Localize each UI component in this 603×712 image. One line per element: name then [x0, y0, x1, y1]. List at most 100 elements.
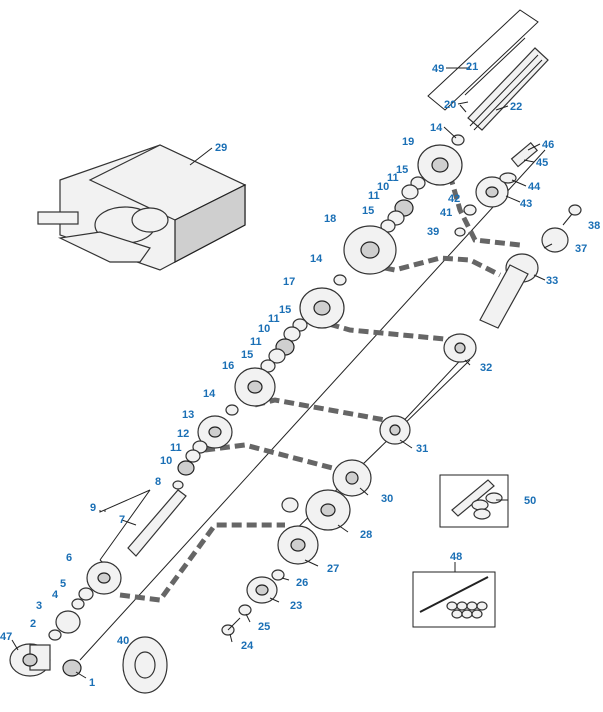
kit-48-inset [412, 571, 496, 628]
gear-42 [475, 176, 509, 208]
callout-11: 11 [368, 190, 380, 202]
callout-33: 33 [546, 275, 558, 287]
callout-39: 39 [427, 226, 439, 238]
gear-6 [86, 561, 122, 595]
callout-25: 25 [258, 621, 270, 633]
callout-28: 28 [360, 529, 372, 541]
callout-29: 29 [215, 142, 227, 154]
gear-27 [277, 525, 319, 565]
callout-26: 26 [296, 577, 308, 589]
washer-11d [268, 348, 286, 364]
gear-19 [417, 144, 463, 186]
snap-ring-14c [225, 404, 239, 416]
callout-11: 11 [250, 336, 262, 348]
callout-12: 12 [177, 428, 189, 440]
callout-20: 20 [444, 99, 456, 111]
washer-11a [401, 184, 419, 200]
washer-26 [271, 569, 285, 581]
callout-3: 3 [36, 600, 42, 612]
callout-14: 14 [310, 253, 323, 265]
callout-47: 47 [0, 631, 12, 643]
callout-19: 19 [402, 136, 414, 148]
transmission-housing [37, 144, 247, 271]
gear-18 [343, 225, 397, 275]
callout-18: 18 [324, 213, 336, 225]
callout-5: 5 [60, 578, 66, 590]
output-shaft-assembly [427, 9, 549, 131]
callout-50: 50 [524, 495, 536, 507]
callout-31: 31 [416, 443, 428, 455]
bearing-3 [55, 610, 81, 634]
callout-45: 45 [536, 157, 548, 169]
callout-23: 23 [290, 600, 302, 612]
callout-4: 4 [52, 589, 59, 601]
gear-31 [379, 415, 411, 445]
callout-40: 40 [117, 635, 129, 647]
callout-22: 22 [510, 101, 522, 113]
bearing-10c [177, 460, 195, 476]
callout-14: 14 [430, 122, 443, 134]
washer-41 [463, 204, 477, 216]
washer-11c [283, 326, 301, 342]
leader-lines [11, 67, 573, 679]
callout-37: 37 [575, 243, 587, 255]
callout-41: 41 [440, 207, 452, 219]
callout-14: 14 [203, 388, 216, 400]
gear-16 [234, 367, 276, 407]
seal-2 [48, 629, 62, 641]
callout-27: 27 [327, 563, 339, 575]
callout-1: 1 [89, 677, 95, 689]
gear-32 [443, 333, 477, 363]
callout-labels: 49 21 20 22 14 19 46 45 15 11 10 44 42 4… [0, 61, 600, 689]
callout-42: 42 [448, 193, 460, 205]
callout-10: 10 [160, 455, 172, 467]
callout-11: 11 [268, 313, 280, 325]
gear-30 [332, 459, 372, 497]
callout-11: 11 [387, 172, 399, 184]
callout-13: 13 [182, 409, 194, 421]
callout-8: 8 [155, 476, 161, 488]
washer-5 [78, 587, 94, 601]
callout-15: 15 [396, 164, 408, 176]
snap-ring-38 [568, 204, 582, 216]
gear-13 [197, 415, 233, 449]
gear-stack [9, 134, 465, 677]
callout-46: 46 [542, 139, 554, 151]
callout-49: 49 [432, 63, 444, 75]
callout-16: 16 [222, 360, 234, 372]
gear-17 [299, 287, 345, 329]
callout-30: 30 [381, 493, 393, 505]
washer-12 [192, 440, 208, 454]
flange-47 [9, 643, 51, 677]
callout-24: 24 [241, 640, 254, 652]
washer-4 [71, 598, 85, 610]
bearing-23 [246, 576, 278, 604]
callout-44: 44 [528, 181, 541, 193]
bolt-24 [221, 617, 241, 636]
callout-15: 15 [241, 349, 253, 361]
gear-33 [479, 253, 539, 329]
callout-21: 21 [466, 61, 478, 73]
washer-11e [185, 449, 201, 463]
callout-2: 2 [30, 618, 36, 630]
ring-8 [172, 480, 184, 490]
callout-10: 10 [377, 181, 389, 193]
callout-7: 7 [119, 514, 125, 526]
washer-39 [454, 227, 466, 237]
snap-ring-14b [333, 274, 347, 286]
callout-32: 32 [480, 362, 492, 374]
callout-9: 9 [90, 502, 96, 514]
callout-11: 11 [170, 442, 182, 454]
callout-6: 6 [66, 552, 72, 564]
plate-44 [499, 172, 517, 184]
callout-10: 10 [258, 323, 270, 335]
gear-28 [305, 489, 351, 531]
callout-17: 17 [283, 276, 295, 288]
bearing-37 [541, 227, 569, 253]
callout-15: 15 [279, 304, 291, 316]
collar-29b [281, 497, 299, 513]
callout-43: 43 [520, 198, 532, 210]
washer-25 [238, 604, 252, 616]
callout-15: 15 [362, 205, 374, 217]
